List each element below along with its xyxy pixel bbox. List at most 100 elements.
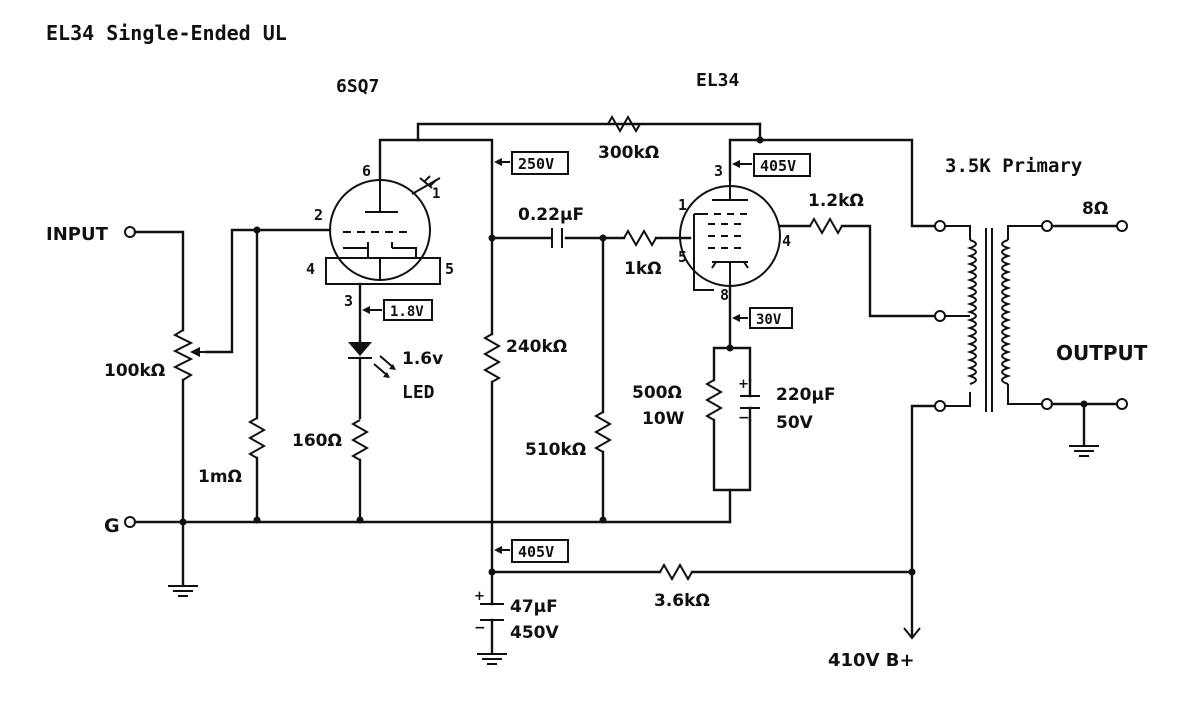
output-label: OUTPUT <box>1056 341 1148 365</box>
output-wires <box>1050 224 1120 406</box>
el34-cathode-resistor <box>704 379 724 421</box>
ground-input-label: G <box>104 515 120 537</box>
b-plus-label: 410V B+ <box>828 650 915 671</box>
cathode-cap-minus: − <box>738 410 750 426</box>
cathode-capacitor <box>740 395 760 409</box>
pin-5-label: 5 <box>445 260 454 278</box>
led-voltage-label: 1.6v <box>402 349 443 369</box>
b-plus-wire <box>910 404 942 638</box>
input-label: INPUT <box>46 224 109 245</box>
ground-input-terminal[interactable] <box>124 516 136 528</box>
el34-pin-1-label: 1 <box>678 196 687 214</box>
cathode-capacitor-voltage: 50V <box>776 413 814 433</box>
primary-leads <box>945 225 971 407</box>
coupling-capacitor <box>551 228 563 248</box>
transformer-secondary-winding <box>1001 239 1012 385</box>
pin-4-label: 4 <box>306 260 315 278</box>
output-terminal-hot[interactable] <box>1116 220 1128 232</box>
el34-cathode-resistor-label: 500Ω <box>632 383 682 403</box>
coupling-capacitor-label: 0.22μF <box>518 205 584 225</box>
secondary-terminal-top <box>1041 220 1053 232</box>
plate-to-transformer-wire <box>758 138 942 228</box>
cathode-cap-plus: + <box>738 377 749 392</box>
output-tube-label: EL34 <box>696 70 740 91</box>
led-diode <box>348 342 396 378</box>
plate-resistor-240k <box>482 333 502 383</box>
primary-terminal-bottom <box>934 400 946 412</box>
ground-junction-2 <box>253 516 261 524</box>
filter-capacitor-label: 47μF <box>510 597 558 617</box>
grid-leak-resistor <box>247 417 267 459</box>
cathode-resistor-label: 160Ω <box>292 431 342 451</box>
transformer-primary-label: 3.5K Primary <box>945 155 1082 177</box>
secondary-impedance-label: 8Ω <box>1082 199 1108 219</box>
b-plus-arrow <box>903 627 921 640</box>
filter-cap-minus: − <box>474 620 486 636</box>
transformer-primary-winding <box>966 239 977 385</box>
v-tag-18: 1.8V <box>390 304 424 320</box>
filter-capacitor-voltage: 450V <box>510 623 559 643</box>
v-tag-405-supply: 405V <box>518 543 554 561</box>
led-label: LED <box>402 382 435 403</box>
cathode-branch-wire <box>712 346 752 382</box>
grid-resistor-510k <box>593 411 613 453</box>
secondary-terminal-bottom <box>1041 398 1053 410</box>
primary-terminal-top <box>934 220 946 232</box>
primary-terminal-tap <box>934 310 946 322</box>
output-terminal-ground[interactable] <box>1116 398 1128 410</box>
filter-cap-plus: + <box>474 589 485 604</box>
v-tag-30: 30V <box>756 312 782 328</box>
v-tag-250-box <box>511 151 569 175</box>
cathode-resistor-160 <box>350 419 370 461</box>
screen-to-tap-wire <box>840 224 942 318</box>
v-tag-405-plate: 405V <box>760 157 796 175</box>
filter-capacitor <box>480 603 504 621</box>
el34-cathode-resistor-power: 10W <box>642 409 685 429</box>
ground-symbol-input <box>168 585 198 597</box>
feedback-resistor-label: 300kΩ <box>598 143 659 163</box>
transformer-core <box>985 228 993 412</box>
plate-resistor-label: 240kΩ <box>506 337 567 357</box>
el34-pin-5-label: 5 <box>678 248 687 266</box>
el34-plate-wire <box>728 122 762 182</box>
driver-tube-6sq7 <box>325 140 441 285</box>
v-tag-18-box <box>383 299 433 321</box>
dropping-resistor <box>659 562 693 582</box>
volume-pot-resistor <box>172 329 194 381</box>
input-terminal[interactable] <box>124 226 136 238</box>
driver-plate-to-feedback-wire <box>378 122 762 182</box>
pin-6-label: 6 <box>362 162 371 180</box>
feedback-resistor-300k <box>607 114 641 134</box>
input-wire <box>133 230 185 332</box>
el34-pin-8-label: 8 <box>720 286 729 304</box>
el34-pin-4-label: 4 <box>782 232 791 250</box>
v-tag-405-box <box>753 153 811 177</box>
grid-resistor-label: 510kΩ <box>525 440 586 460</box>
wiper-to-grid-wire <box>204 228 332 354</box>
screen-resistor <box>809 216 843 236</box>
v-tag-250: 250V <box>518 155 554 173</box>
pot-wiper-arrow <box>190 347 200 357</box>
volume-pot-label: 100kΩ <box>104 361 165 381</box>
screen-resistor-label: 1.2kΩ <box>808 191 864 211</box>
pin-3-label: 3 <box>344 292 353 310</box>
diagram-title: EL34 Single-Ended UL <box>46 21 287 45</box>
v-tag-405-supply-box <box>511 539 569 563</box>
ground-symbol-output <box>1069 445 1099 457</box>
grid-stopper-1k <box>623 228 657 248</box>
cathode-bottom-wire <box>712 418 752 492</box>
grid-leak-label: 1mΩ <box>198 467 242 487</box>
output-tube-el34 <box>679 180 781 291</box>
ground-symbol-filter <box>477 653 507 665</box>
driver-tube-label: 6SQ7 <box>336 76 379 97</box>
dropping-resistor-label: 3.6kΩ <box>654 591 710 611</box>
secondary-leads <box>1007 225 1042 405</box>
pin-1-label: 1 <box>432 186 440 202</box>
el34-pin-3-label: 3 <box>714 162 723 180</box>
v-tag-30-box <box>749 307 793 329</box>
driver-plate-wire <box>416 138 494 336</box>
cathode-capacitor-label: 220μF <box>776 385 836 405</box>
grid-stopper-label: 1kΩ <box>624 259 662 279</box>
